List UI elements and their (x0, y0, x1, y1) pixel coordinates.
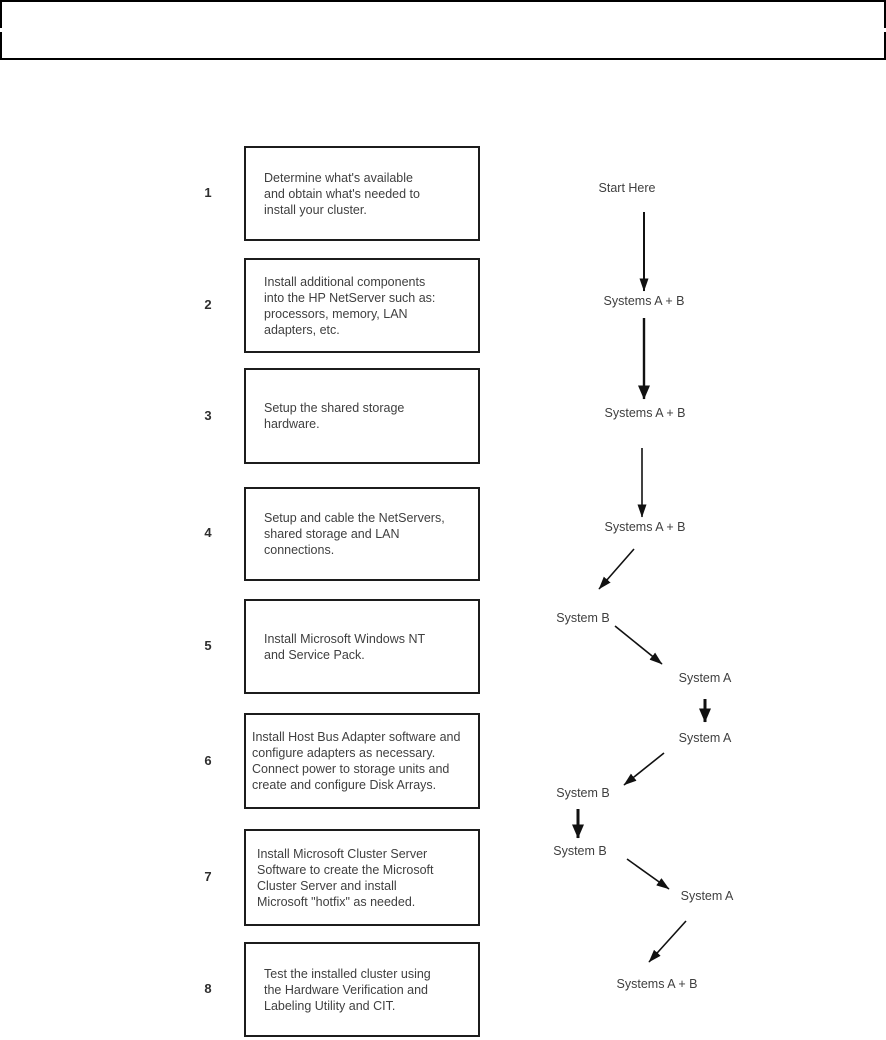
step-text-4: Setup and cable the NetServers, shared s… (264, 511, 445, 557)
step-text-6: Install Host Bus Adapter software and co… (252, 730, 461, 792)
step-text-1: Determine what's available and obtain wh… (264, 170, 420, 217)
step-number-6: 6 (204, 753, 212, 768)
step-number-3: 3 (204, 408, 212, 423)
flow-label-systems-ab-1: Systems A + B (603, 294, 685, 308)
flow-label-system-b-3: System B (553, 844, 607, 858)
step-text-5: Install Microsoft Windows NT and Service… (264, 631, 426, 662)
step-text-7: Install Microsoft Cluster Server Softwar… (257, 846, 434, 909)
step-box-7: Install Microsoft Cluster Server Softwar… (244, 829, 480, 926)
step-box-8: Test the installed cluster using the Har… (244, 942, 480, 1037)
flow-label-system-b-1: System B (556, 611, 610, 625)
step-text-3: Setup the shared storage hardware. (264, 401, 405, 431)
flow-label-system-b-2: System B (556, 786, 610, 800)
arrow-connector-7 (623, 752, 665, 786)
step-number-7: 7 (204, 869, 212, 884)
step-box-2: Install additional components into the H… (244, 258, 480, 353)
flow-label-systems-ab-4: Systems A + B (616, 977, 698, 991)
step-text-2: Install additional components into the H… (264, 274, 436, 337)
header-table-row-1 (0, 0, 886, 28)
step-box-1: Determine what's available and obtain wh… (244, 146, 480, 241)
flow-label-system-a-3: System A (680, 889, 734, 903)
header-table (0, 0, 886, 60)
step-box-3: Setup the shared storage hardware. (244, 368, 480, 464)
step-box-5: Install Microsoft Windows NT and Service… (244, 599, 480, 694)
arrow-connector-10 (648, 920, 687, 963)
arrow-connector-9 (626, 858, 670, 890)
arrow-connector-5 (614, 625, 663, 665)
header-table-row-2 (0, 32, 886, 60)
step-number-8: 8 (204, 981, 212, 996)
arrow-connector-4 (598, 548, 635, 590)
step-number-1: 1 (204, 185, 212, 200)
step-box-4: Setup and cable the NetServers, shared s… (244, 487, 480, 581)
step-text-8: Test the installed cluster using the Har… (264, 966, 431, 1013)
step-number-2: 2 (204, 297, 212, 312)
flow-label-systems-ab-2: Systems A + B (604, 406, 686, 420)
flow-label-systems-ab-3: Systems A + B (604, 520, 686, 534)
flow-label-system-a-1: System A (678, 671, 732, 685)
flow-label-start-here: Start Here (598, 181, 656, 195)
step-number-5: 5 (204, 638, 212, 653)
step-box-6: Install Host Bus Adapter software and co… (244, 713, 480, 809)
step-number-4: 4 (204, 525, 212, 540)
flow-label-system-a-2: System A (678, 731, 732, 745)
